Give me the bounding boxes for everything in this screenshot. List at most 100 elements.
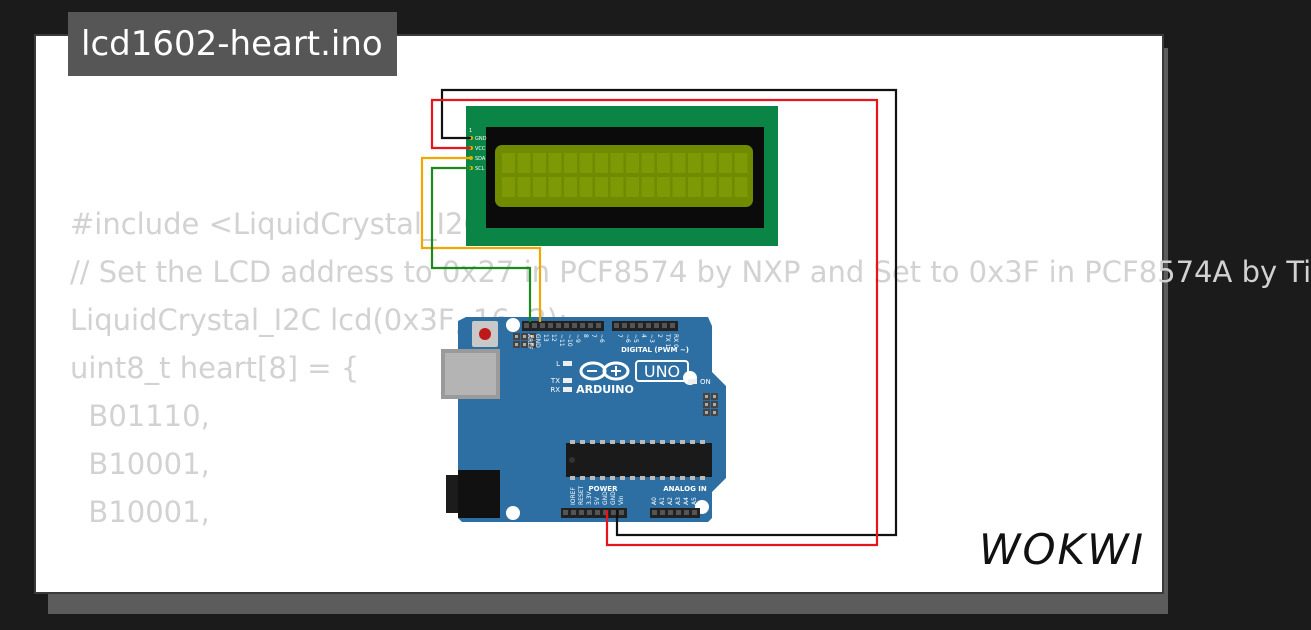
- header-pin[interactable]: [622, 323, 627, 328]
- header-pin[interactable]: [646, 323, 651, 328]
- header-pin[interactable]: [660, 510, 665, 515]
- lcd-cell: [657, 177, 670, 197]
- header-pin[interactable]: [563, 510, 568, 515]
- header-pin[interactable]: [596, 323, 601, 328]
- code-line: B10001,: [70, 447, 210, 481]
- lcd-cell: [672, 153, 686, 173]
- header-pin[interactable]: [668, 510, 673, 515]
- status-led: [688, 379, 697, 384]
- lcd-cell: [579, 153, 593, 173]
- chip-leg: [670, 476, 675, 480]
- pin-label: 7: [616, 334, 623, 338]
- header-pin[interactable]: [638, 323, 643, 328]
- wire-gnd[interactable]: [440, 88, 898, 537]
- mount-hole: [506, 318, 520, 332]
- header-pin[interactable]: [652, 510, 657, 515]
- header-pin[interactable]: [572, 323, 577, 328]
- code-line: uint8_t heart[8] = {: [70, 351, 360, 385]
- header-pin[interactable]: [595, 510, 600, 515]
- code-line: B01110,: [70, 399, 210, 433]
- digital-section-label: DIGITAL (PWM ~): [621, 346, 689, 354]
- chip-leg: [630, 440, 635, 444]
- chip-leg: [590, 476, 595, 480]
- lcd-cell: [703, 153, 717, 173]
- header-pin[interactable]: [614, 323, 619, 328]
- header-pin[interactable]: [532, 323, 537, 328]
- arduino-brand-text: ARDUINO: [576, 383, 634, 396]
- pin-label: ~6: [598, 334, 605, 343]
- header-pin[interactable]: [548, 323, 553, 328]
- header-pin[interactable]: [571, 510, 576, 515]
- chip-leg: [640, 440, 645, 444]
- wire-sda[interactable]: [420, 156, 542, 322]
- header-pin[interactable]: [588, 323, 593, 328]
- header-pin[interactable]: [603, 510, 608, 515]
- lcd-character-cells: [502, 153, 748, 197]
- lcd-pin-label: VCC: [475, 146, 486, 152]
- pin-label: A0: [651, 497, 658, 505]
- chip-leg: [650, 476, 655, 480]
- header-pin[interactable]: [556, 323, 561, 328]
- header-pin[interactable]: [580, 323, 585, 328]
- header-pin[interactable]: [654, 323, 659, 328]
- chip-leg: [620, 476, 625, 480]
- header-pin[interactable]: [611, 510, 616, 515]
- atmega-chip: [566, 440, 712, 480]
- status-led: [563, 378, 572, 383]
- pin-label: ~9: [574, 334, 581, 343]
- usb-port-inner: [445, 353, 496, 395]
- header-pin[interactable]: [540, 323, 545, 328]
- pin-label: GND: [534, 334, 541, 348]
- chip-leg: [600, 476, 605, 480]
- header-pin[interactable]: [587, 510, 592, 515]
- header-pin[interactable]: [564, 323, 569, 328]
- wire-scl[interactable]: [430, 166, 532, 322]
- led-label: L: [556, 360, 560, 368]
- header-pin[interactable]: [670, 323, 675, 328]
- lcd-cell: [579, 177, 593, 197]
- chip-body: [566, 443, 712, 477]
- pin-label: 4: [640, 334, 647, 338]
- chip-notch: [569, 457, 575, 463]
- pin-label: 5V: [594, 496, 601, 505]
- pin-label: RESET: [578, 485, 585, 505]
- header-pin[interactable]: [676, 510, 681, 515]
- lcd-cell: [688, 153, 701, 173]
- header-pin[interactable]: [692, 510, 697, 515]
- icsp-pin-core: [523, 335, 526, 338]
- icsp-pin-core: [515, 335, 518, 338]
- lcd-cell: [626, 177, 639, 197]
- header-pin[interactable]: [524, 323, 529, 328]
- wire-vcc[interactable]: [430, 98, 879, 547]
- icsp-pin-core: [531, 335, 534, 338]
- wires: [420, 88, 898, 547]
- chip-leg: [660, 476, 665, 480]
- icsp-pin-core: [713, 395, 716, 398]
- lcd-cell: [719, 177, 732, 197]
- header-pin[interactable]: [684, 510, 689, 515]
- pin-label: AREF: [526, 334, 533, 350]
- pin-label: ~5: [632, 334, 639, 343]
- chip-leg: [570, 476, 575, 480]
- lcd-cell: [719, 153, 732, 173]
- icsp-pin-core: [705, 411, 708, 414]
- lcd-cell: [734, 153, 748, 173]
- led-label: ON: [700, 378, 711, 386]
- lcd-pin-label: GND: [475, 136, 487, 142]
- uno-model-text: UNO: [644, 362, 680, 381]
- lcd-cell: [703, 177, 717, 197]
- chip-leg: [700, 440, 705, 444]
- header-pin[interactable]: [579, 510, 584, 515]
- header-pin[interactable]: [619, 510, 624, 515]
- status-led: [563, 361, 572, 366]
- header-pin[interactable]: [662, 323, 667, 328]
- reset-button-cap: [479, 328, 491, 340]
- lcd-cell: [564, 153, 577, 173]
- header-pin[interactable]: [630, 323, 635, 328]
- icsp-pin-core: [713, 403, 716, 406]
